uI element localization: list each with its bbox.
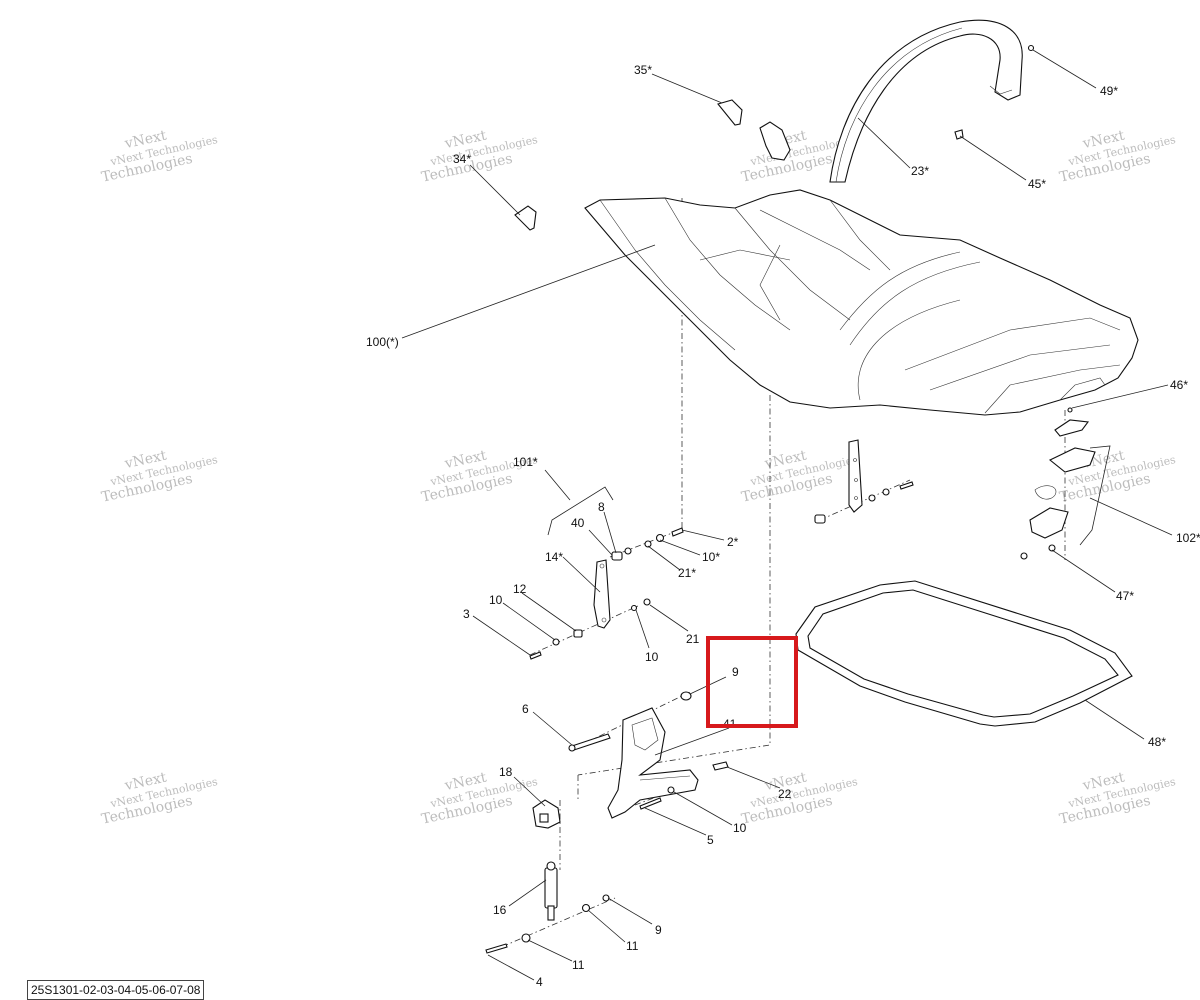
fasteners-middle <box>529 598 651 660</box>
bushing-9 <box>680 691 692 701</box>
watermark: vNext vNext Technologies Technologies <box>740 448 859 506</box>
latch-bracket-41 <box>607 707 699 819</box>
leader-lines <box>401 49 1173 981</box>
watermark: vNext vNext Technologies Technologies <box>100 448 219 506</box>
callout-49: 49* <box>1100 84 1118 98</box>
callout-35: 35* <box>634 63 652 77</box>
callout-21: 21 <box>686 632 700 646</box>
clip-35 <box>717 99 743 126</box>
callout-23: 23* <box>911 164 929 178</box>
watermark: vNext vNext Technologies Technologies <box>740 770 859 828</box>
callout-2: 2* <box>727 535 739 549</box>
callout-18: 18 <box>499 765 513 779</box>
callout-47: 47* <box>1116 589 1134 603</box>
watermark: vNext vNext Technologies Technologies <box>420 128 539 186</box>
callout-11-left: 11 <box>572 958 585 972</box>
latch-18 <box>532 799 561 829</box>
pin-22 <box>712 761 729 771</box>
screw-5 <box>639 786 675 810</box>
diagram-reference-code: 25S1301-02-03-04-05-06-07-08 <box>27 980 205 1000</box>
callout-16: 16 <box>493 903 507 917</box>
group-brackets <box>544 445 1111 546</box>
latch-assembly-102 <box>1020 407 1096 560</box>
callout-40: 40 <box>571 516 585 530</box>
seat-cushion <box>584 189 1139 416</box>
strut-16 <box>544 861 558 921</box>
callout-10-mid: 10 <box>645 650 659 664</box>
callout-100: 100(*) <box>366 335 399 349</box>
bolt-6 <box>568 733 611 752</box>
callout-9-lower: 9 <box>655 923 662 937</box>
callout-9-upper: 9 <box>732 665 739 679</box>
spacer-40 <box>611 551 623 561</box>
watermark: vNext vNext Technologies Technologies <box>1058 448 1177 506</box>
grab-handle <box>829 19 1023 183</box>
clip-34 <box>514 205 537 231</box>
watermark: vNext vNext Technologies Technologies <box>1058 770 1177 828</box>
callout-34: 34* <box>453 152 471 166</box>
fasteners-lower <box>485 894 610 954</box>
callout-22: 22 <box>778 787 792 801</box>
callout-14: 14* <box>545 550 563 564</box>
callout-10-left: 10 <box>489 593 503 607</box>
callout-45: 45* <box>1028 177 1046 191</box>
callout-10-star: 10* <box>702 550 720 564</box>
watermark: vNext vNext Technologies Technologies <box>420 770 539 828</box>
callout-11-right: 11 <box>626 939 639 953</box>
callout-101: 101* <box>513 455 538 469</box>
watermark: vNext vNext Technologies Technologies <box>420 448 539 506</box>
callout-3: 3 <box>463 607 470 621</box>
callout-6: 6 <box>522 702 529 716</box>
link-14 <box>593 559 611 629</box>
callout-46: 46* <box>1170 378 1188 392</box>
callout-4: 4 <box>536 975 543 989</box>
screw-49 <box>1027 44 1035 52</box>
watermark: vNext vNext Technologies Technologies <box>100 770 219 828</box>
callout-10-lower: 10 <box>733 821 747 835</box>
watermark: vNext vNext Technologies Technologies <box>1058 128 1177 186</box>
watermark: vNext vNext Technologies Technologies <box>100 128 219 186</box>
callout-102: 102* <box>1176 531 1200 545</box>
callout-5: 5 <box>707 833 714 847</box>
washers-upper <box>624 527 684 555</box>
handle-bracket <box>759 121 791 161</box>
callout-8: 8 <box>598 500 605 514</box>
callout-21-star: 21* <box>678 566 696 580</box>
release-lever <box>814 439 914 524</box>
callout-12: 12 <box>513 582 527 596</box>
seal-48 <box>795 580 1133 727</box>
callout-48: 48* <box>1148 735 1166 749</box>
highlight-box <box>706 636 798 728</box>
